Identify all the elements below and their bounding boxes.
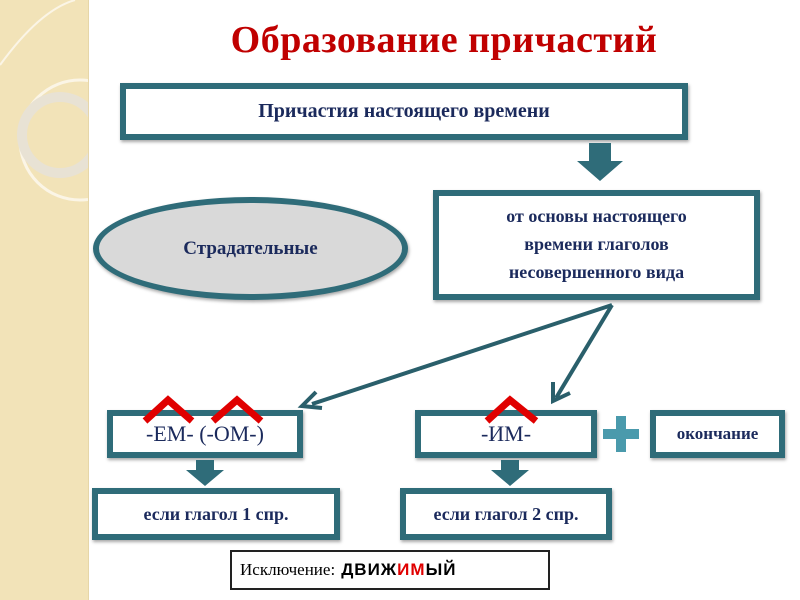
suffix-im-label: -ИМ- <box>480 421 532 446</box>
source-line: от основы настоящего <box>506 206 687 227</box>
suffix-im-box: -ИМ- <box>415 410 597 458</box>
down-arrow-icon <box>491 460 529 486</box>
suffix-em-label: -ЕМ- (-ОМ-) <box>146 421 264 446</box>
arrowhead-icon <box>297 390 323 410</box>
exception-box: Исключение: ДВИЖИМЫЙ <box>230 550 550 590</box>
ending-label: окончание <box>676 424 759 443</box>
arrow-to-im <box>554 303 614 400</box>
passive-ellipse: Страдательные <box>93 197 408 300</box>
down-arrow-icon <box>577 143 623 181</box>
word-suffix: ИМ <box>397 560 426 579</box>
source-box: от основы настоящего времени глаголов не… <box>433 190 760 300</box>
source-line: несовершенного вида <box>508 261 685 282</box>
word-part: ДВИЖ <box>341 560 398 579</box>
present-participles-box: Причастия настоящего времени <box>120 83 688 140</box>
conjugation-2-box: если глагол 2 спр. <box>400 488 612 540</box>
present-participles-label: Причастия настоящего времени <box>258 100 550 122</box>
slide-title: Образование причастий <box>230 19 658 61</box>
source-line: времени глаголов <box>524 234 669 255</box>
ending-box: окончание <box>650 410 785 458</box>
passive-label: Страдательные <box>183 237 318 259</box>
plus-icon <box>603 416 639 452</box>
conjugation-1-box: если глагол 1 спр. <box>92 488 340 540</box>
down-arrow-icon <box>186 460 224 486</box>
arrowhead-icon <box>551 382 571 405</box>
arrow-to-em <box>311 303 613 406</box>
word-part: ЫЙ <box>425 560 457 579</box>
suffix-em-box: -ЕМ- (-ОМ-) <box>107 410 303 458</box>
exception-word: ДВИЖИМЫЙ <box>341 560 456 580</box>
decorative-circles <box>0 0 88 202</box>
exception-label: Исключение: <box>240 560 336 579</box>
conjugation-1-label: если глагол 1 спр. <box>143 503 289 524</box>
conjugation-2-label: если глагол 2 спр. <box>433 503 579 524</box>
